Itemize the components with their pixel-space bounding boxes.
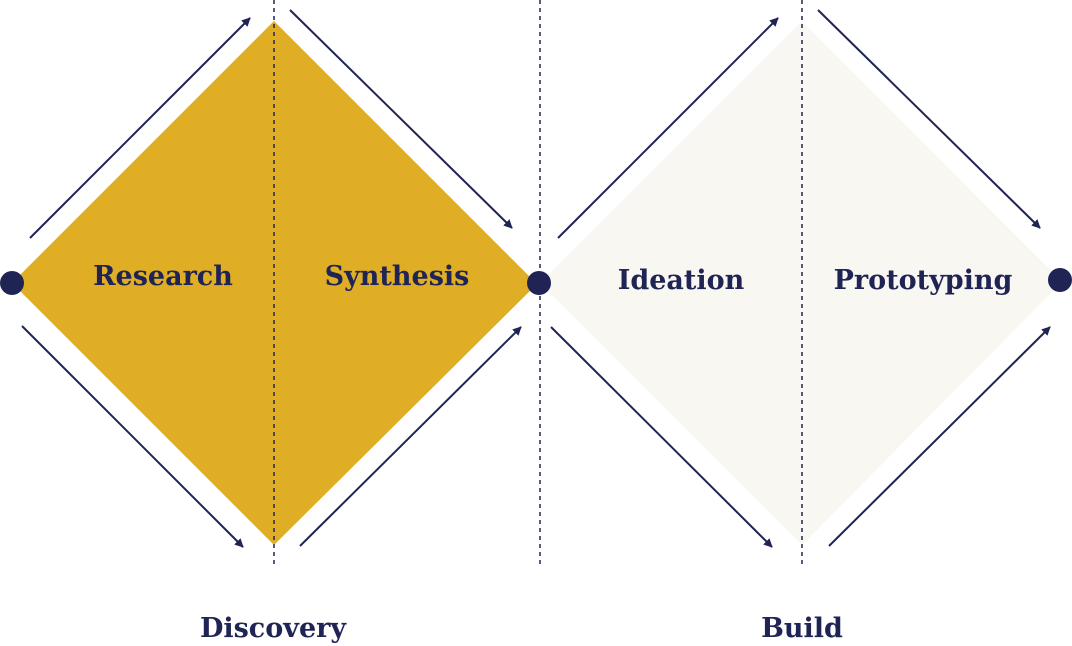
- stage-label-research: Research: [93, 261, 233, 292]
- arrow-icon: [817, 9, 1041, 229]
- arrow-icon: [550, 326, 773, 548]
- phase-label-build: Build: [761, 613, 843, 644]
- arrow-icon: [828, 326, 1051, 547]
- dot-icon: [1048, 268, 1072, 292]
- dot-icon: [0, 271, 24, 295]
- stage-label-ideation: Ideation: [618, 265, 745, 296]
- dot-icon: [527, 271, 551, 295]
- arrow-icon: [289, 9, 513, 229]
- build-diamond: [540, 21, 1062, 545]
- arrow-icon: [21, 325, 244, 548]
- stage-label-prototyping: Prototyping: [834, 265, 1013, 296]
- stage-label-synthesis: Synthesis: [325, 261, 470, 292]
- arrow-icon: [557, 17, 779, 239]
- phase-label-discovery: Discovery: [200, 613, 347, 644]
- arrow-icon: [29, 17, 251, 239]
- arrow-icon: [299, 326, 522, 547]
